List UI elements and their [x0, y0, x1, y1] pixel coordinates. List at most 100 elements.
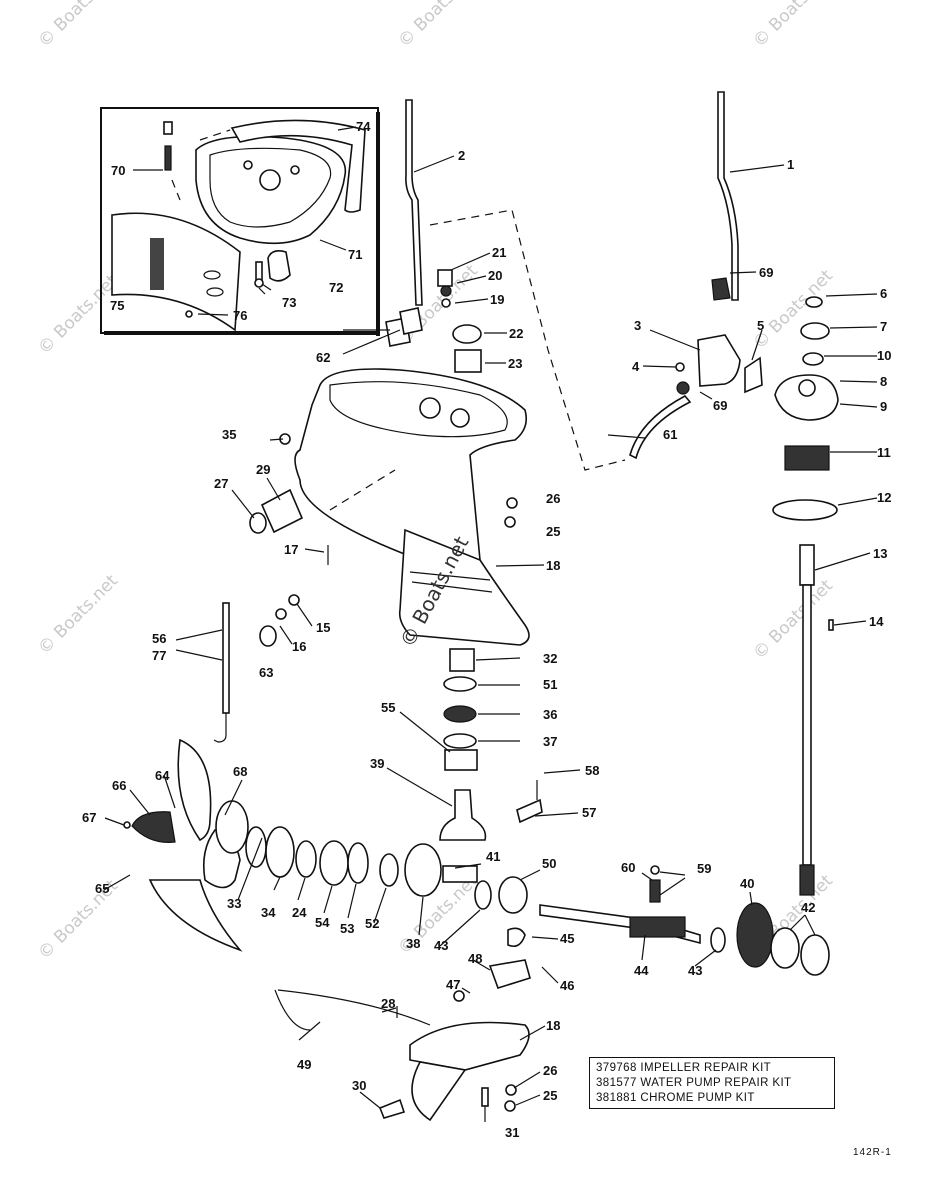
callout-label: 1 [787, 157, 794, 172]
callout-label: 50 [542, 856, 556, 871]
callout-label: 20 [488, 268, 502, 283]
callout-label: 66 [112, 778, 126, 793]
callout-label: 74 [356, 119, 371, 134]
callout-label: 7 [880, 319, 887, 334]
kit-line: 381577 WATER PUMP REPAIR KIT [596, 1077, 792, 1089]
callout-label: 57 [582, 805, 596, 820]
callout-label: 3 [634, 318, 641, 333]
callout-label: 29 [256, 462, 270, 477]
callout-label: 10 [877, 348, 891, 363]
callout-label: 32 [543, 651, 557, 666]
callout-label: 47 [446, 977, 460, 992]
callout-label: 5 [757, 318, 764, 333]
callout-label: 25 [543, 1088, 557, 1103]
callout-label: 49 [297, 1057, 311, 1072]
callout-label: 44 [634, 963, 649, 978]
inset-parts [111, 119, 366, 332]
kit-line: 381881 CHROME PUMP KIT [596, 1092, 755, 1104]
callout-label: 69 [759, 265, 773, 280]
callout-label: 21 [492, 245, 506, 260]
gearcase-parts [439, 648, 543, 841]
callout-label: 36 [543, 707, 557, 722]
drawing-code: 142R-1 [853, 1147, 892, 1158]
callout-label: 24 [292, 905, 307, 920]
callout-label: 71 [348, 247, 362, 262]
watermark: © Boats.net [34, 271, 122, 359]
callout-label: 72 [329, 280, 343, 295]
callout-label: 6 [880, 286, 887, 301]
callout-label: 46 [560, 978, 574, 993]
callout-label: 28 [381, 996, 395, 1011]
callout-label: 35 [222, 427, 236, 442]
callout-label: 59 [697, 861, 711, 876]
callout-label: 2 [458, 148, 465, 163]
callout-label: 43 [688, 963, 702, 978]
callout-label: 38 [406, 936, 420, 951]
callout-label: 54 [315, 915, 330, 930]
callout-label: 22 [509, 326, 523, 341]
callout-label: 12 [877, 490, 891, 505]
callout-label: 55 [381, 700, 395, 715]
exhaust-housing [294, 209, 626, 646]
callout-label: 51 [543, 677, 557, 692]
callout-label: 73 [282, 295, 296, 310]
watermark: © Boats.net [34, 0, 122, 52]
callout-label: 65 [95, 881, 109, 896]
callout-label: 13 [873, 546, 887, 561]
repair-kit-legend: 379768 IMPELLER REPAIR KIT 381577 WATER … [589, 1057, 835, 1109]
callout-label: 33 [227, 896, 241, 911]
callout-label: 26 [546, 491, 560, 506]
callout-label: 26 [543, 1063, 557, 1078]
callout-label: 18 [546, 1018, 560, 1033]
callout-label: 69 [713, 398, 727, 413]
callout-label: 14 [869, 614, 884, 629]
water-tubes [405, 91, 739, 306]
water-pump-parts [629, 277, 839, 896]
callout-label: 43 [434, 938, 448, 953]
watermark: © Boats.net [34, 571, 122, 659]
callout-label: 52 [365, 916, 379, 931]
callout-label: 23 [508, 356, 522, 371]
callout-label: 63 [259, 665, 273, 680]
leader-lines [103, 126, 878, 1122]
callout-label: 30 [352, 1078, 366, 1093]
propeller [123, 738, 249, 952]
callout-label: 27 [214, 476, 228, 491]
watermark: © Boats.net [394, 0, 482, 52]
callout-label: 31 [505, 1125, 519, 1140]
callout-label: 18 [546, 558, 560, 573]
callout-label: 17 [284, 542, 298, 557]
callout-label: 34 [261, 905, 276, 920]
callout-label: 62 [316, 350, 330, 365]
callout-label: 68 [233, 764, 247, 779]
watermark: © Boats.net [749, 576, 837, 664]
housing-small-parts [213, 269, 518, 743]
kit-line: 379768 IMPELLER REPAIR KIT [596, 1062, 772, 1074]
callout-label: 60 [621, 860, 635, 875]
callout-label: 77 [152, 648, 166, 663]
callout-numbers: 1 2 3 4 5 6 7 8 9 10 11 12 13 14 15 16 1… [82, 119, 891, 1140]
callout-label: 70 [111, 163, 125, 178]
callout-label: 45 [560, 931, 574, 946]
watermark: © Boats.net [749, 0, 837, 52]
callout-label: 64 [155, 768, 170, 783]
callout-label: 15 [316, 620, 330, 635]
callout-label: 56 [152, 631, 166, 646]
callout-label: 11 [877, 445, 891, 460]
propshaft-parts [245, 826, 830, 1002]
callout-label: 75 [110, 298, 124, 313]
callout-label: 48 [468, 951, 482, 966]
callout-label: 67 [82, 810, 96, 825]
callout-label: 8 [880, 374, 887, 389]
callout-label: 61 [663, 427, 677, 442]
callout-label: 41 [486, 849, 500, 864]
callout-label: 4 [632, 359, 640, 374]
callout-label: 16 [292, 639, 306, 654]
callout-label: 25 [546, 524, 560, 539]
callout-label: 58 [585, 763, 599, 778]
callout-label: 39 [370, 756, 384, 771]
callout-label: 37 [543, 734, 557, 749]
callout-label: 9 [880, 399, 887, 414]
callout-label: 76 [233, 308, 247, 323]
